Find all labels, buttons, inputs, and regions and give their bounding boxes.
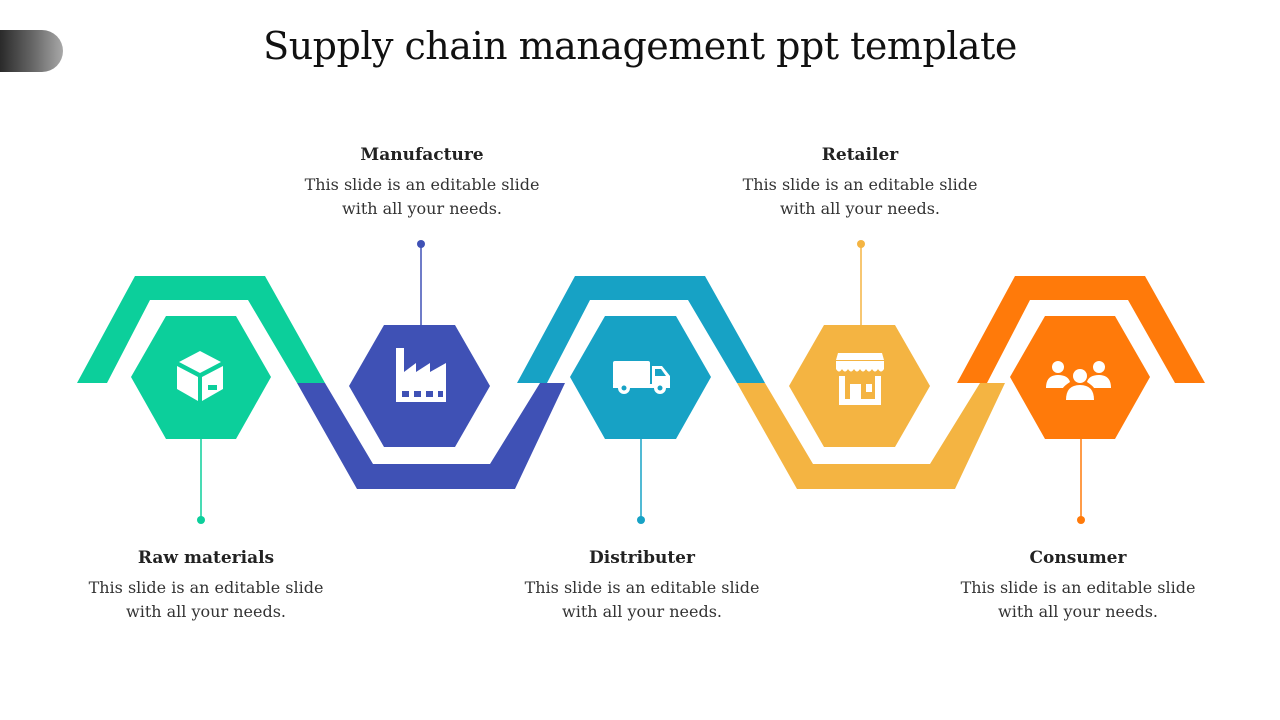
step-description: This slide is an editable slide with all… [304, 175, 540, 218]
step-description: This slide is an editable slide with all… [524, 578, 760, 621]
step-heading: Retailer [821, 145, 899, 165]
hexagon-raw-materials [131, 316, 271, 439]
people-icon [1046, 361, 1111, 400]
step-label-distributer: Distributer This slide is an editable sl… [522, 548, 762, 624]
step-label-raw-materials: Raw materials This slide is an editable … [86, 548, 326, 624]
step-description: This slide is an editable slide with all… [960, 578, 1196, 621]
step-heading: Distributer [589, 548, 695, 568]
ribbon-segment-retailer [737, 383, 1005, 489]
step-label-consumer: Consumer This slide is an editable slide… [958, 548, 1198, 624]
step-description: This slide is an editable slide with all… [88, 578, 324, 621]
step-heading: Manufacture [360, 145, 484, 165]
step-label-manufacture: Manufacture This slide is an editable sl… [302, 145, 542, 221]
ribbon-segment-manufacture [297, 383, 565, 489]
ribbon-segment-distributer [517, 276, 765, 383]
factory-icon [396, 348, 446, 402]
slide-title: Supply chain management ppt template [263, 24, 1017, 68]
ribbon-segment-raw-materials [77, 276, 325, 383]
corner-tab-decoration [0, 30, 63, 72]
connector-consumer [1077, 438, 1085, 524]
connector-distributer [637, 438, 645, 524]
step-heading: Raw materials [137, 548, 275, 568]
truck-icon [613, 361, 670, 394]
step-heading: Consumer [1029, 548, 1127, 568]
ribbon-segment-consumer [957, 276, 1205, 383]
box-icon [177, 351, 223, 401]
store-icon [836, 353, 884, 405]
connector-raw-materials [197, 438, 205, 524]
connector-retailer [857, 240, 865, 326]
step-description: This slide is an editable slide with all… [742, 175, 978, 218]
step-label-retailer: Retailer This slide is an editable slide… [740, 145, 980, 221]
connector-manufacture [417, 240, 425, 326]
